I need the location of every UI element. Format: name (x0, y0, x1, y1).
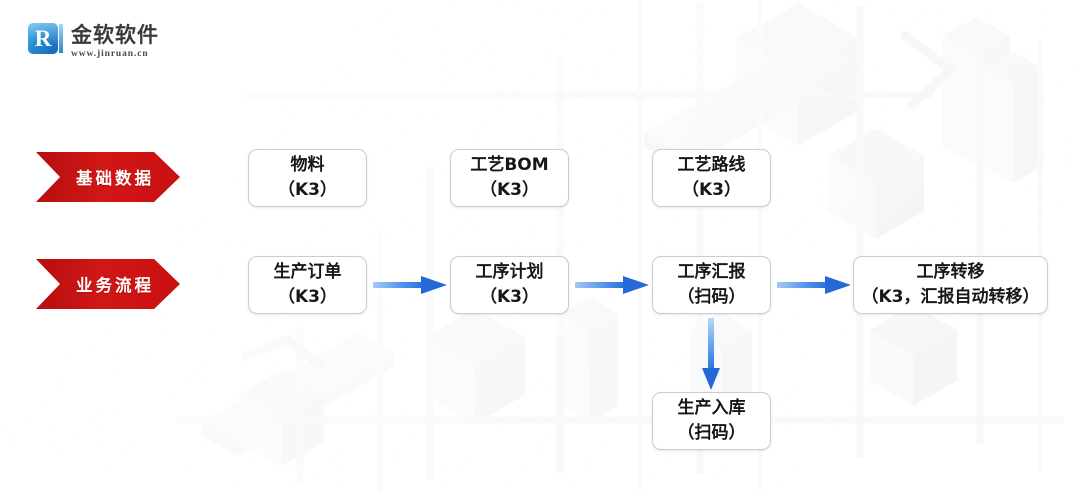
logo-square-shape (28, 23, 58, 54)
arrow-report-to-transfer (777, 276, 851, 294)
row-label-business-flow: 业务流程 (36, 259, 180, 309)
brand-logo: R 金软软件 www.jinruan.cn (28, 22, 159, 60)
node-process-route-line2: （K3） (681, 180, 741, 200)
arrow-plan-to-report (575, 276, 649, 294)
logo-text-block: 金软软件 www.jinruan.cn (71, 22, 159, 60)
node-production-order[interactable]: 生产订单 （K3） (248, 256, 367, 314)
logo-letter: R (34, 26, 52, 51)
node-process-transfer[interactable]: 工序转移 （K3，汇报自动转移） (853, 256, 1048, 314)
row-label-basic-data: 基础数据 (36, 152, 180, 202)
brand-url: www.jinruan.cn (71, 49, 149, 59)
row-label-basic-data-text: 基础数据 (76, 169, 154, 188)
node-production-warehousing-line1: 生产入库 (677, 398, 746, 418)
node-process-route-line1: 工艺路线 (677, 155, 746, 175)
logo-mark-icon: R (28, 22, 64, 58)
node-production-warehousing-line2: （扫码） (677, 423, 746, 443)
node-production-order-line1: 生产订单 (273, 262, 342, 282)
node-process-transfer-line1: 工序转移 (916, 262, 985, 282)
brand-name: 金软软件 (71, 23, 159, 47)
node-production-warehousing[interactable]: 生产入库 （扫码） (652, 392, 771, 450)
node-process-report-line1: 工序汇报 (677, 262, 746, 282)
arrow-order-to-plan (373, 276, 447, 294)
node-production-order-line2: （K3） (277, 287, 337, 307)
node-material-line1: 物料 (290, 155, 325, 175)
node-process-bom-line1: 工艺BOM (470, 155, 549, 175)
node-process-plan[interactable]: 工序计划 （K3） (450, 256, 569, 314)
banner-arrow-shape (36, 259, 180, 309)
node-process-transfer-line2: （K3，汇报自动转移） (861, 287, 1040, 307)
node-process-bom-line2: （K3） (479, 180, 539, 200)
arrow-report-to-warehouse (702, 318, 720, 390)
node-process-report[interactable]: 工序汇报 （扫码） (652, 256, 771, 314)
node-material-line2: （K3） (277, 180, 337, 200)
node-process-report-line2: （扫码） (677, 287, 746, 307)
node-process-bom[interactable]: 工艺BOM （K3） (450, 149, 569, 207)
logo-bar-shape (59, 24, 63, 53)
node-process-route[interactable]: 工艺路线 （K3） (652, 149, 771, 207)
node-process-plan-line1: 工序计划 (475, 262, 544, 282)
node-material[interactable]: 物料 （K3） (248, 149, 367, 207)
banner-arrow-shape (36, 152, 180, 202)
row-label-business-flow-text: 业务流程 (76, 276, 154, 295)
node-process-plan-line2: （K3） (479, 287, 539, 307)
